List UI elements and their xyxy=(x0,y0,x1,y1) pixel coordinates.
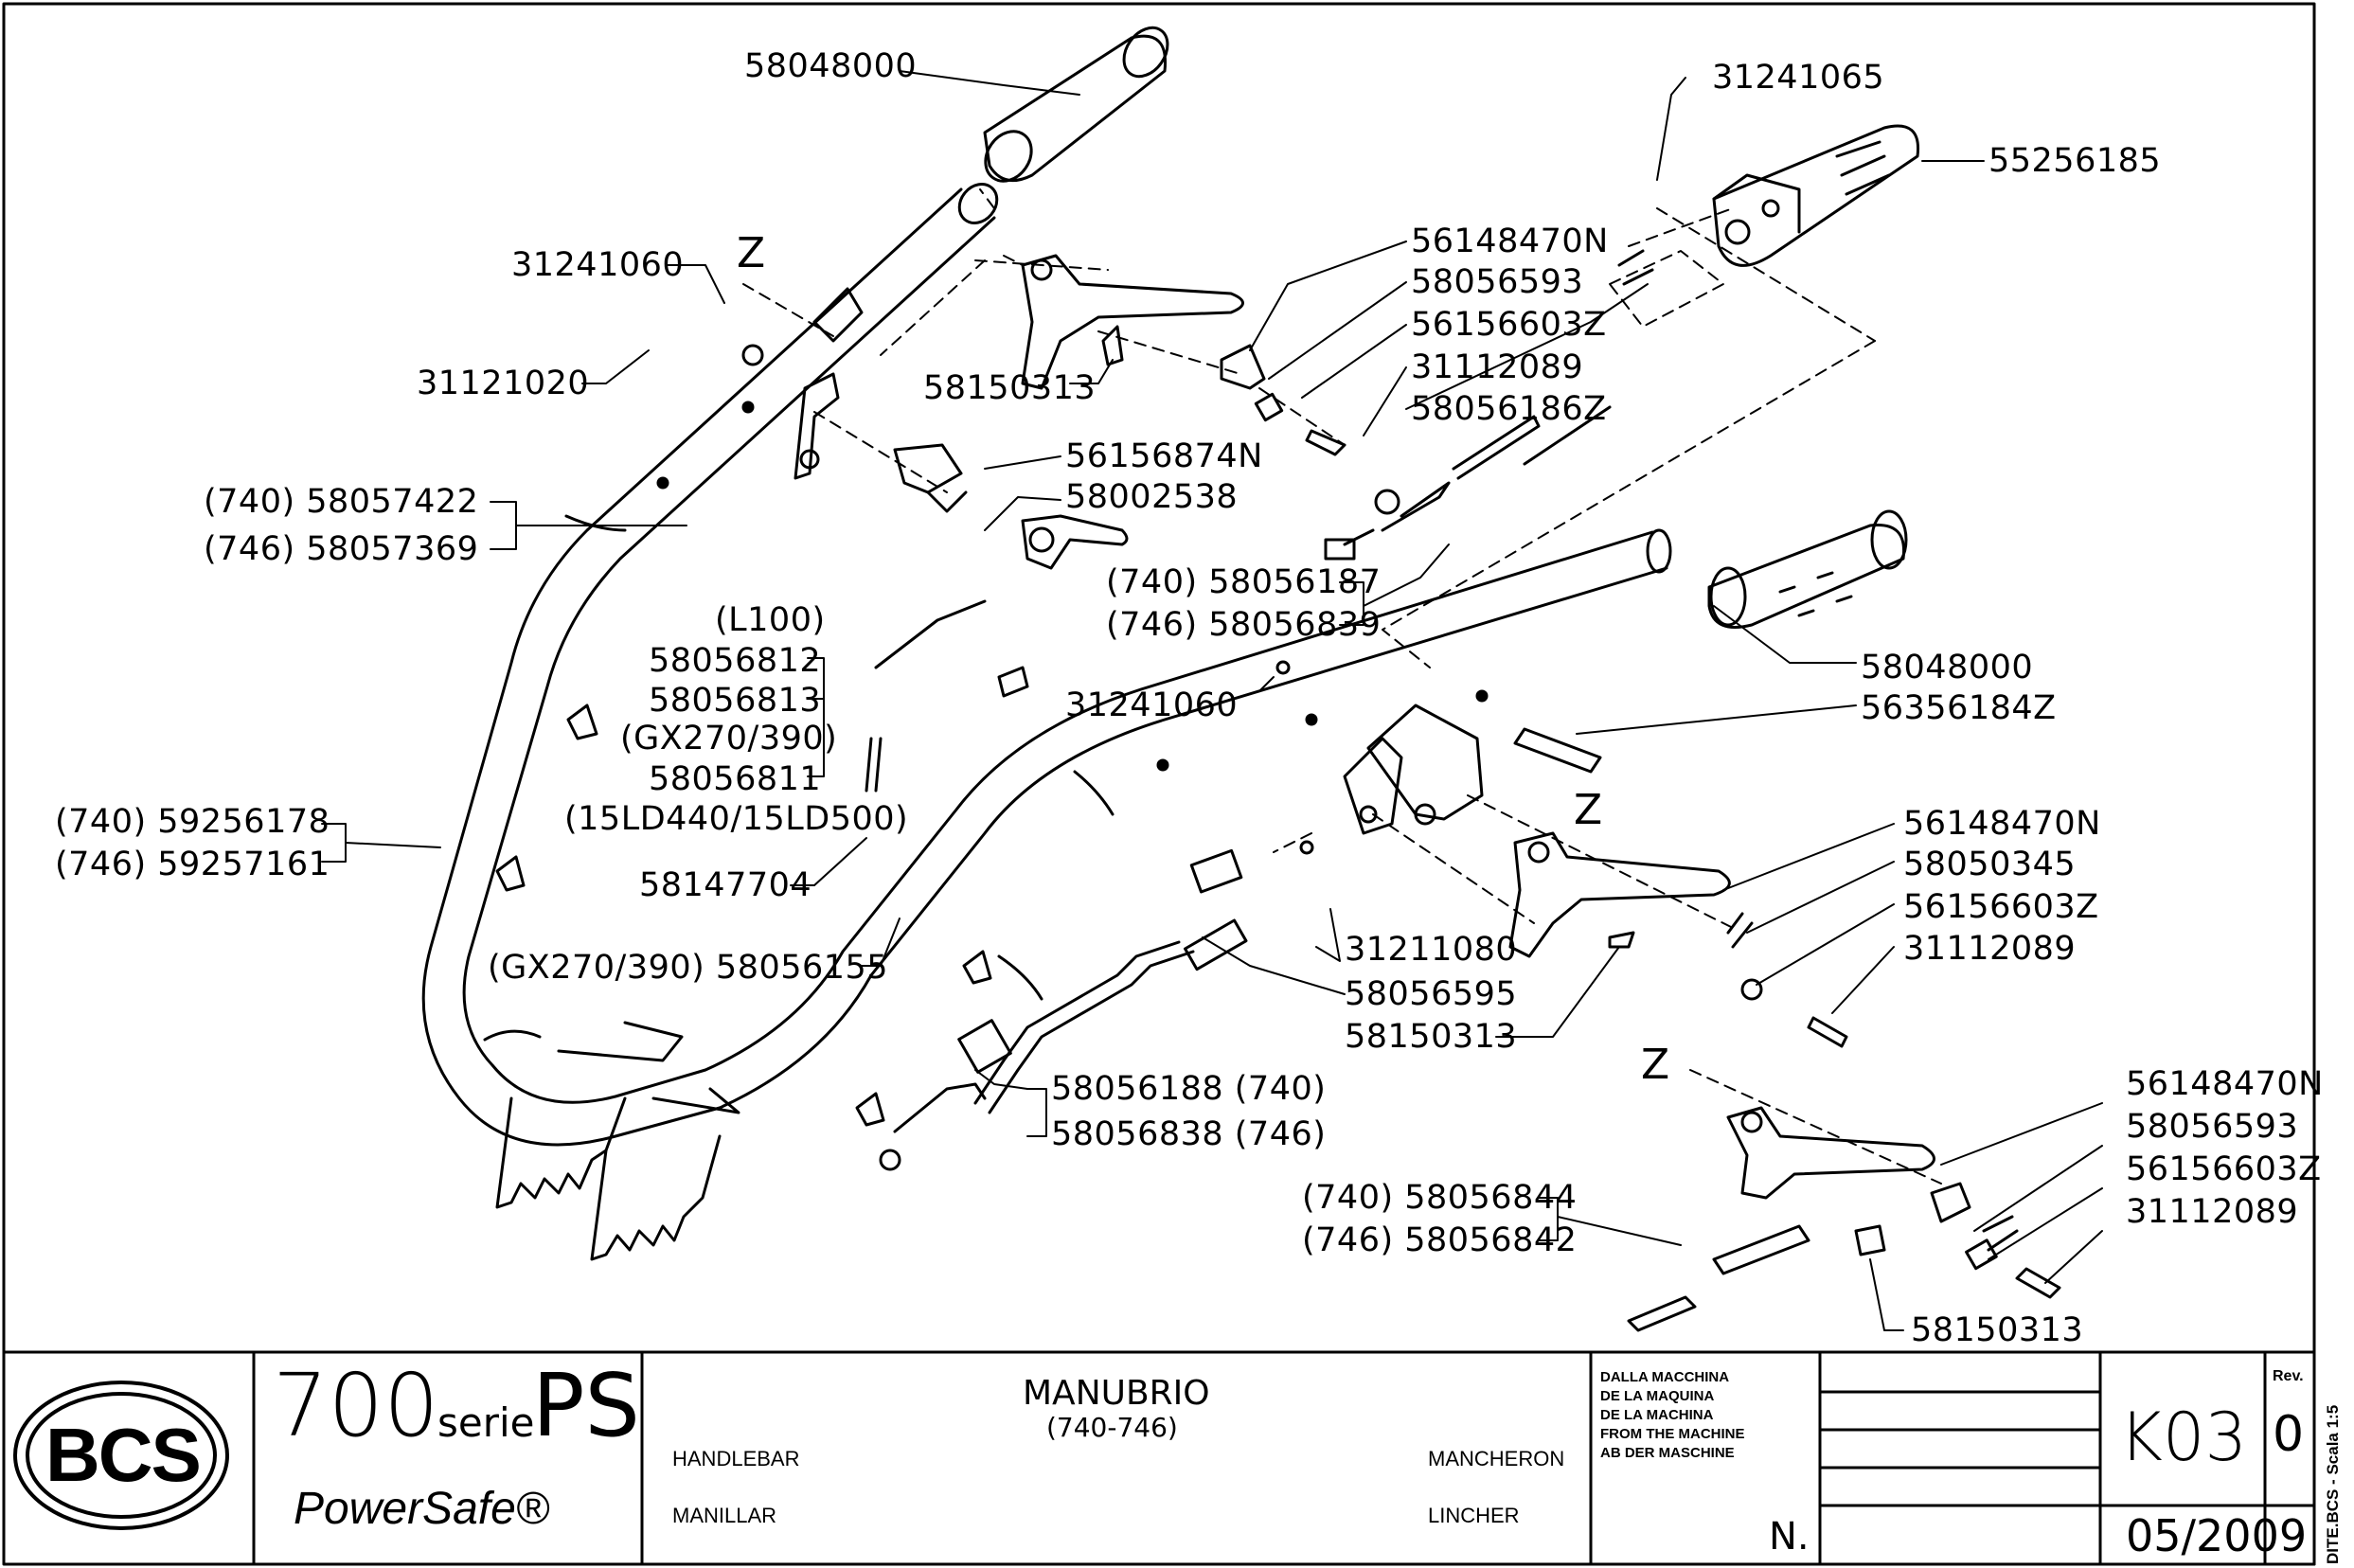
callout-740-58056187: (740) 58056187 xyxy=(1106,563,1382,601)
callout-15ld440-15ld500: (15LD440/15LD500) xyxy=(564,800,909,838)
bcs-logo xyxy=(13,1381,229,1530)
callout-z-top: Z xyxy=(737,229,766,277)
cable-assembly xyxy=(865,405,1612,1171)
callout-58147704: 58147704 xyxy=(639,866,812,904)
callout-746-58056839: (746) 58056839 xyxy=(1106,606,1382,644)
callout-58150313-top: 58150313 xyxy=(923,369,1097,407)
assembly-dashed-lines xyxy=(742,188,1942,1185)
callout-746-58056842: (746) 58056842 xyxy=(1302,1221,1578,1259)
lever-mid xyxy=(1508,831,1848,1048)
callout-58048000-top: 58048000 xyxy=(744,47,918,85)
callout-31211080: 31211080 xyxy=(1345,931,1518,969)
from-machine-de: AB DER MASCHINE xyxy=(1600,1445,1735,1461)
revision-number: 0 xyxy=(2273,1406,2305,1463)
callout-56148470N-mid: 56148470N xyxy=(1903,805,2101,843)
title-english: HANDLEBAR xyxy=(672,1447,800,1470)
callout-58056811: 58056811 xyxy=(649,760,822,798)
callout-58056593-top: 58056593 xyxy=(1411,263,1584,301)
callout-56156874N: 56156874N xyxy=(1065,437,1263,475)
callout-58150313-bottom: 58150313 xyxy=(1911,1311,2084,1349)
callout-31121020: 31121020 xyxy=(417,365,590,402)
powersafe-brand: PowerSafe® xyxy=(294,1484,550,1534)
from-machine-es: DE LA MAQUINA xyxy=(1600,1388,1715,1404)
callout-31112089-mid: 31112089 xyxy=(1903,930,2077,968)
callout-gx270-390: (GX270/390) xyxy=(620,720,838,757)
lever-hardware-top xyxy=(1101,249,1654,456)
drawing-subtitle: (740-746) xyxy=(1046,1412,1178,1443)
title-dutch: LINCHER xyxy=(1428,1504,1520,1527)
callout-31241060-top: 31241060 xyxy=(511,246,685,284)
model-ps: PS xyxy=(532,1355,640,1456)
callout-31241065: 31241065 xyxy=(1712,59,1885,97)
callout-58150313-mid: 58150313 xyxy=(1345,1018,1518,1056)
callout-z-mid: Z xyxy=(1574,786,1603,834)
callout-z-bottom: Z xyxy=(1641,1041,1670,1089)
lever-bottom xyxy=(1627,1106,2061,1332)
callout-31112089-top: 31112089 xyxy=(1411,348,1584,386)
callout-58048000-right: 58048000 xyxy=(1861,649,2034,686)
callout-58056186Z: 58056186Z xyxy=(1411,390,1607,428)
scale-note: DITE.BCS - Scala 1:5 xyxy=(2324,1404,2342,1564)
brake-lever-top xyxy=(741,254,1244,570)
from-machine-en: FROM THE MACHINE xyxy=(1600,1426,1745,1442)
callout-58056188-740: 58056188 (740) xyxy=(1051,1070,1327,1108)
n-label: N. xyxy=(1769,1515,1810,1559)
title-spanish: MANILLAR xyxy=(672,1504,777,1527)
drawing-title: MANUBRIO xyxy=(1023,1374,1210,1413)
callout-740-58057422: (740) 58057422 xyxy=(204,483,479,521)
callout-L100: (L100) xyxy=(715,601,826,639)
model-number: 700 xyxy=(273,1355,439,1456)
callout-gx270-58056155: (GX270/390) 58056155 xyxy=(488,949,889,987)
throttle-lever xyxy=(1712,124,1920,267)
callout-740-58056844: (740) 58056844 xyxy=(1302,1179,1578,1217)
callout-58056838-746: 58056838 (746) xyxy=(1051,1115,1327,1153)
callout-56356184Z: 56356184Z xyxy=(1861,689,2057,727)
callout-58056813: 58056813 xyxy=(649,682,822,720)
callout-31112089-bottom: 31112089 xyxy=(2126,1193,2299,1231)
callout-58056595: 58056595 xyxy=(1345,975,1518,1013)
callout-740-59256178: (740) 59256178 xyxy=(55,803,330,841)
callout-56148470N-bottom: 56148470N xyxy=(2126,1065,2324,1103)
callout-58056812: 58056812 xyxy=(649,642,822,680)
lever-bracket-mid xyxy=(1275,660,1602,855)
from-machine-fr: DE LA MACHINA xyxy=(1600,1407,1714,1423)
from-machine-it: DALLA MACCHINA xyxy=(1600,1369,1730,1385)
callout-746-58057369: (746) 58057369 xyxy=(204,530,479,568)
callout-58002538: 58002538 xyxy=(1065,478,1239,516)
revision-label: Rev. xyxy=(2273,1368,2304,1384)
callout-55256185: 55256185 xyxy=(1988,142,2162,180)
right-grip xyxy=(1707,509,1908,629)
callout-56156603Z-bottom: 56156603Z xyxy=(2126,1150,2322,1188)
drawing-date: 05/2009 xyxy=(2126,1510,2308,1561)
handlebar-frame xyxy=(421,183,1672,1261)
model-serie: serie xyxy=(437,1399,535,1446)
callout-56148470N-top: 56148470N xyxy=(1411,223,1609,260)
bcs-logo-text: BCS xyxy=(45,1413,202,1497)
callout-56156603Z-mid: 56156603Z xyxy=(1903,888,2099,926)
callout-58050345: 58050345 xyxy=(1903,846,2077,883)
leader-lines xyxy=(321,70,2103,1331)
title-block-frame xyxy=(2,1350,2316,1566)
title-french: MANCHERON xyxy=(1428,1447,1565,1470)
callout-746-59257161: (746) 59257161 xyxy=(55,846,330,883)
callout-31241060-mid: 31241060 xyxy=(1065,686,1239,724)
callout-56156603Z-top: 56156603Z xyxy=(1411,306,1607,344)
drawing-code: K03 xyxy=(2119,1399,2247,1476)
callout-58056593-bottom: 58056593 xyxy=(2126,1108,2299,1146)
left-grip xyxy=(983,26,1169,183)
